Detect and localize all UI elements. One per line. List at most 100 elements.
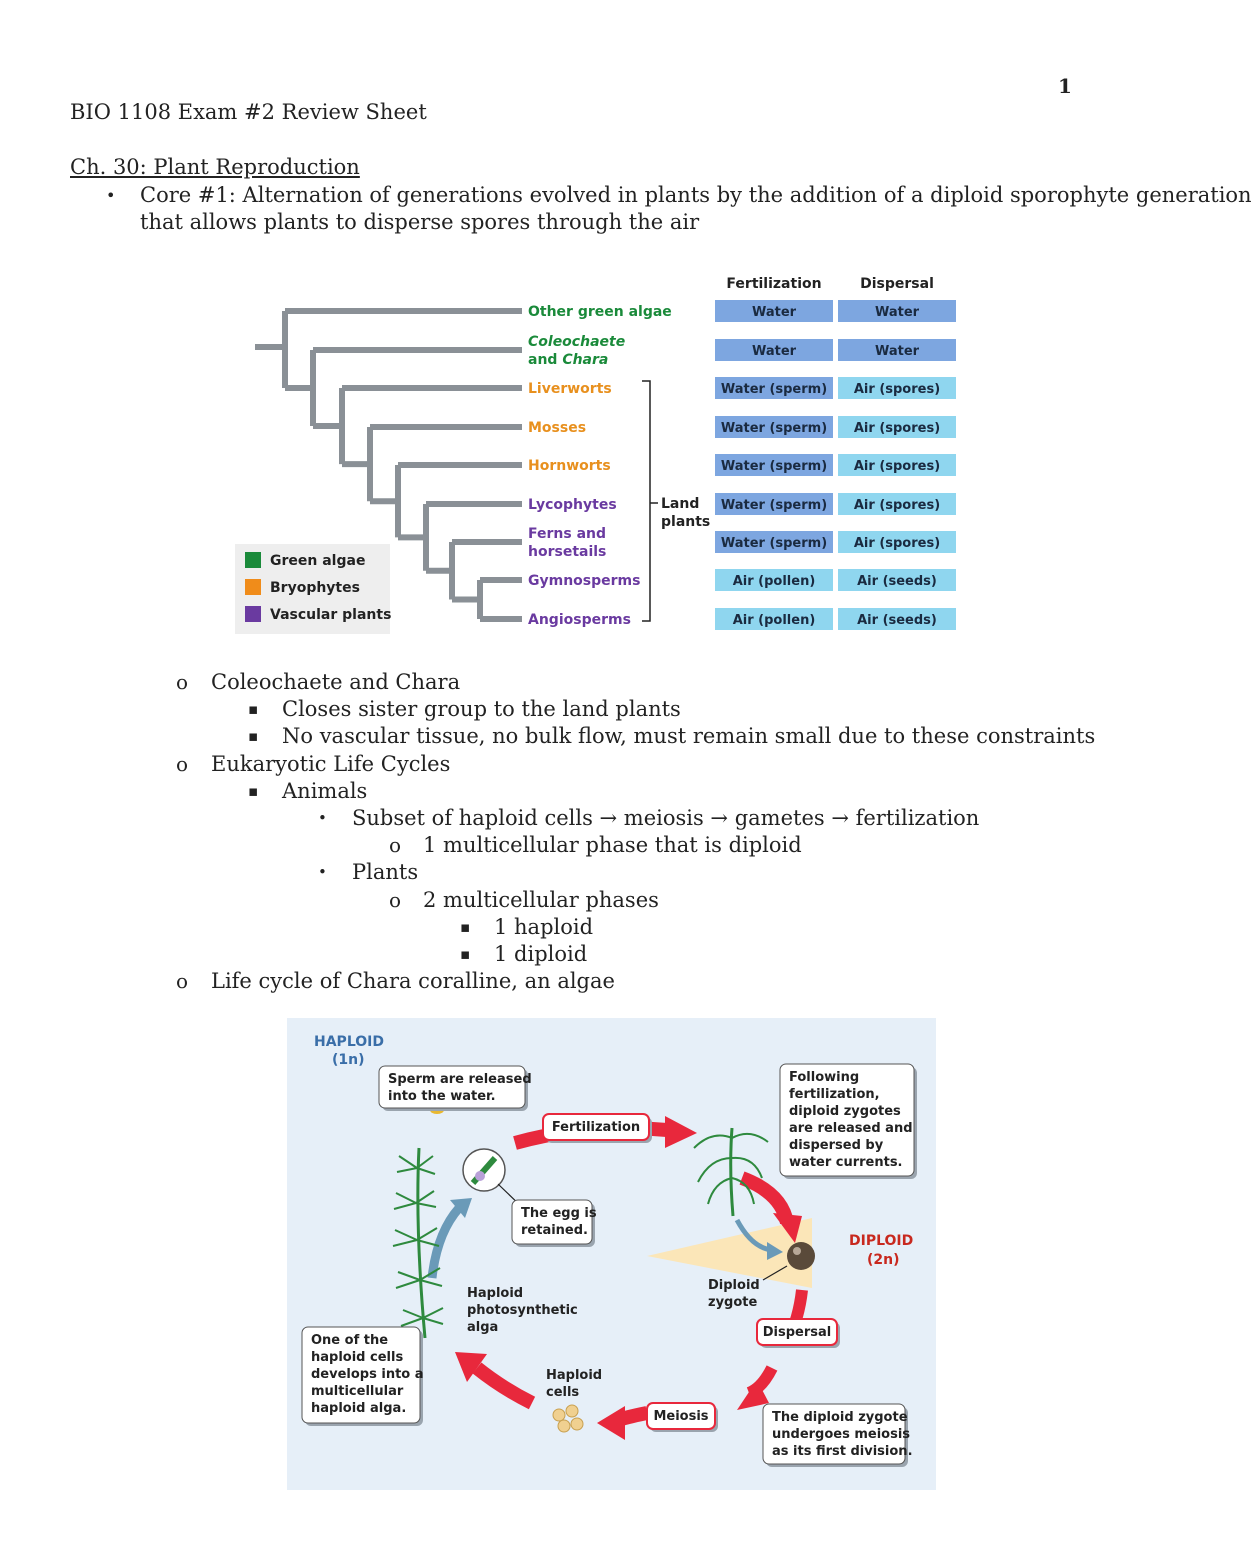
arrow-develops-head [455,1352,487,1382]
section-heading: Ch. 30: Plant Reproduction [70,155,360,179]
outline-bullet: o [176,670,189,694]
following-box-text: water currents. [789,1155,903,1170]
legend-label: Vascular plants [270,607,391,623]
dispersal-cell [838,377,956,399]
taxon-label: Hornworts [528,458,611,474]
bullet-dot: • [106,186,116,205]
core-line-2: that allows plants to disperse spores th… [140,210,700,234]
legend-label: Green algae [270,553,365,569]
taxon-label: Liverworts [528,381,612,397]
fertilization-value: Water (sperm) [721,536,827,551]
haploid-cells-label: cells [546,1385,579,1400]
outline-item: Life cycle of Chara coralline, an algae [211,969,615,993]
taxon-label: Coleochaete [528,334,625,350]
haploid-label: HAPLOID [314,1034,384,1050]
fertilization-label: Fertilization [542,1113,652,1143]
taxon-label: Mosses [528,420,586,436]
zygote-highlight [793,1247,801,1255]
outline-item: Closes sister group to the land plants [282,697,681,721]
fertilization-cell [715,569,833,591]
meiosis-label-frame [646,1402,716,1430]
one-of-box-frame [301,1326,421,1424]
legend-label: Bryophytes [270,580,360,596]
arrow-to-zygote-blue-head [767,1242,783,1260]
fertilization-value: Water (sperm) [721,459,827,474]
fertilization-value: Water (sperm) [721,382,827,397]
sperm-box-text: into the water. [388,1089,496,1104]
outline-item: 2 multicellular phases [423,888,659,912]
fertilization-cell [715,454,833,476]
arrow-to-zygote-head [773,1213,802,1243]
haploid-cells-label: Haploid [546,1368,602,1383]
following-box-frame [779,1063,915,1177]
zygote-box: The diploid zygote undergoes meiosis as it… [762,1403,913,1467]
dispersal-label-frame [756,1318,838,1346]
outline-bullet: ▪ [248,782,259,800]
outline-bullet: ▪ [460,918,471,936]
core-line-1: Core #1: Alternation of generations evol… [140,183,1252,207]
egg-box-frame [511,1199,593,1245]
fertilization-value: Water [752,344,797,359]
arrow-egg-to-alga-head [450,1198,472,1218]
lifecycle-figure: HAPLOID (1n) DIPLOID (2n) [287,1018,936,1490]
egg-box-text: The egg is [521,1206,597,1221]
outline-bullet: o [176,752,189,776]
zygote-box-text: undergoes meiosis [772,1427,910,1442]
legend-swatch [245,579,261,595]
haploid-alga-label: photosynthetic [467,1303,578,1318]
fertilization-cell [715,608,833,630]
dispersal-cell [838,608,956,630]
legend-swatch [245,606,261,622]
outline-bullet: ▪ [248,700,259,718]
dispersal-cell [838,300,956,322]
dispersal-header: Dispersal [860,276,934,292]
following-box-text: are released and [789,1121,913,1136]
taxon-label-line-2: and Chara [528,352,608,368]
dispersal-cell [838,531,956,553]
fertilization-cell [715,416,833,438]
land-plants-label-2: plants [661,514,710,530]
sperm-box-frame [378,1065,526,1109]
taxon-label-and: and [528,352,562,368]
page-number: 1 [1058,74,1072,98]
fertilization-value: Water (sperm) [721,498,827,513]
dispersal-value: Air (seeds) [857,574,937,589]
taxon-label-line-2: horsetails [528,544,606,560]
dispersal-cell [838,416,956,438]
fertilization-value: Air (pollen) [733,613,816,628]
fertilization-cell [715,300,833,322]
doc-title: BIO 1108 Exam #2 Review Sheet [70,100,427,124]
zygote-box-frame [762,1403,906,1465]
arrow-fertilization-head [665,1116,697,1148]
arrow-meiosis-head [597,1406,625,1440]
haploid-alga-label: alga [467,1320,498,1335]
outline-item: No vascular tissue, no bulk flow, must r… [282,724,1096,748]
outline-item: Animals [282,779,368,803]
arrow-develops [472,1362,536,1410]
dispersal-value: Air (seeds) [857,613,937,628]
fertilization-value: Water [752,305,797,320]
arrow-dispersal-head [737,1380,769,1410]
fertilization-value: Water (sperm) [721,421,827,436]
outline-bullet: ▪ [460,945,471,963]
dispersal-value: Water [875,305,920,320]
phylogeny-branches [255,308,522,622]
fertilization-header: Fertilization [726,276,821,292]
haploid-n: (1n) [332,1052,365,1068]
fertilization-label-frame [542,1113,650,1141]
diploid-n: (2n) [867,1252,900,1268]
dispersal-value: Air (spores) [854,459,940,474]
fertilization-cell [715,339,833,361]
taxon-label: Ferns and [528,526,606,542]
one-of-box-text: haploid alga. [311,1401,406,1416]
diploid-zygote-label: Diploid [708,1278,760,1293]
dispersal-cell [838,454,956,476]
zygote-box-text: as its first division. [772,1444,913,1459]
diploid-zygote-cell [787,1242,815,1270]
haploid-alga-label: Haploid [467,1286,523,1301]
zygote-box-text: The diploid zygote [772,1410,908,1425]
outline-item: Coleochaete and Chara [211,670,461,694]
